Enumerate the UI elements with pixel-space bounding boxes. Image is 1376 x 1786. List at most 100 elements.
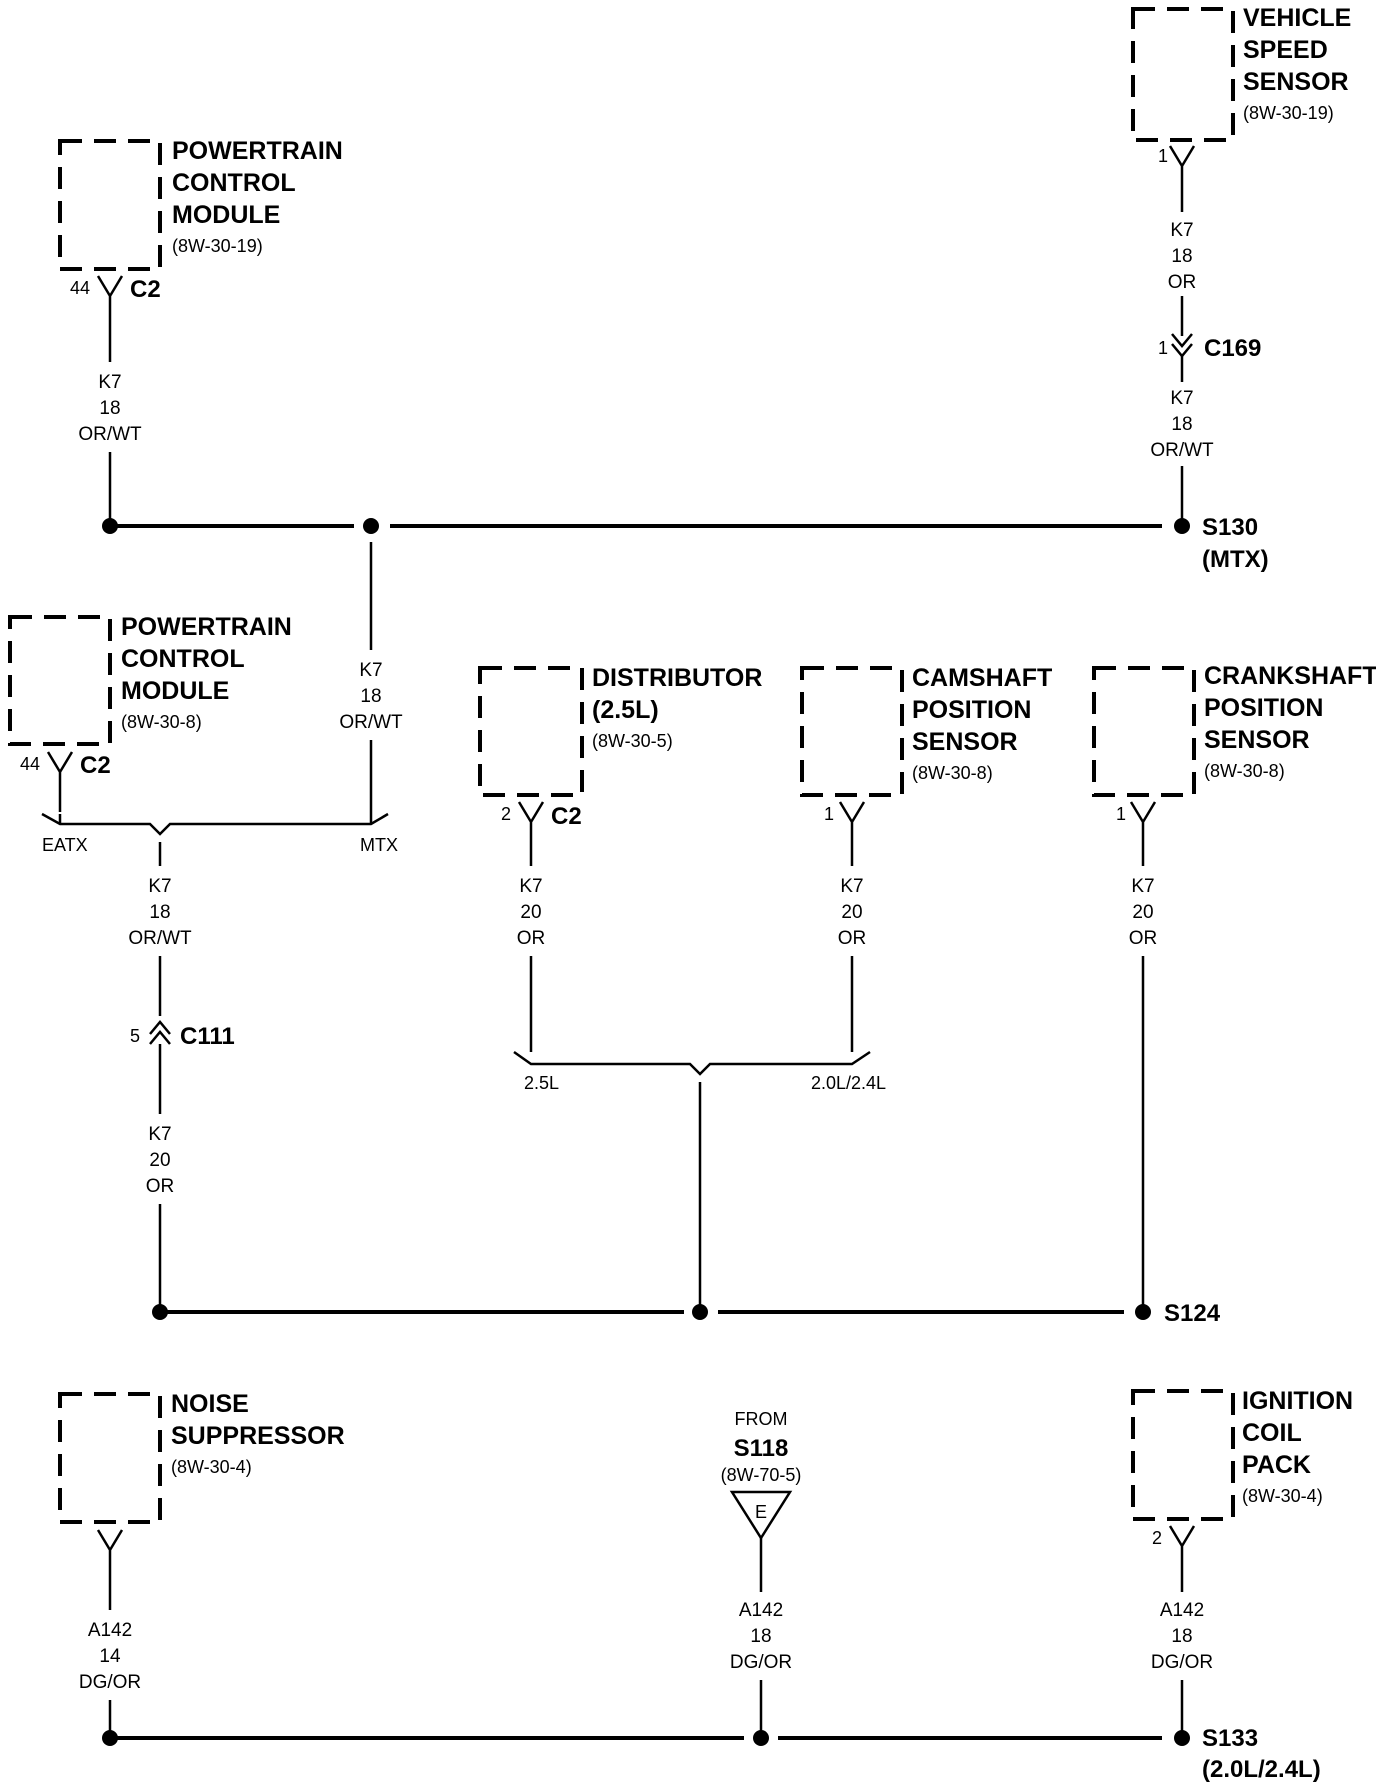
- coil-connector-symbol: [1168, 1525, 1196, 1592]
- coil-title-1: IGNITION: [1242, 1387, 1353, 1415]
- s133-note: (2.0L/2.4L): [1202, 1756, 1321, 1783]
- pcm-top-title-3: MODULE: [172, 201, 280, 229]
- pcm-top-wire-color: OR/WT: [78, 424, 142, 445]
- engine-branch-junction: [692, 1304, 708, 1320]
- from-splice: S118: [734, 1435, 789, 1462]
- ckp-wire-circuit: K7: [1131, 876, 1154, 897]
- branch-25l-label: 2.5L: [524, 1073, 559, 1093]
- c111-wire-gauge: 20: [149, 1150, 170, 1171]
- coil-title-3: PACK: [1242, 1451, 1311, 1479]
- vehicle-speed-sensor: VEHICLE SPEED SENSOR (8W-30-19) 1: [1131, 4, 1351, 212]
- vss-ref: (8W-30-19): [1243, 103, 1334, 123]
- c169-wire-color: OR/WT: [1150, 440, 1214, 461]
- s130-label: S130: [1202, 514, 1258, 541]
- s133-label: S133: [1202, 1725, 1258, 1752]
- cmp-pin: 1: [824, 804, 834, 824]
- c111-junction: [152, 1304, 168, 1320]
- coil-title-2: COIL: [1242, 1419, 1302, 1447]
- pcm-top-ref: (8W-30-19): [172, 236, 263, 256]
- eatx-mtx-branch-stubs: [58, 814, 373, 824]
- cmp-title-2: POSITION: [912, 696, 1031, 724]
- s130-note: (MTX): [1202, 546, 1269, 573]
- c169-pin: 1: [1158, 338, 1168, 358]
- distributor-box: [478, 666, 584, 797]
- branch-2024l-label: 2.0L/2.4L: [811, 1073, 886, 1093]
- coil-ref: (8W-30-4): [1242, 1486, 1323, 1506]
- cmp-wire-gauge: 20: [841, 902, 862, 923]
- noise-connector-symbol: [96, 1529, 124, 1610]
- cmp-title-3: SENSOR: [912, 728, 1018, 756]
- pcm-mid-wire-color: OR/WT: [128, 928, 192, 949]
- c111-pin: 5: [130, 1026, 140, 1046]
- s124-dot: [1135, 1304, 1151, 1320]
- distributor-connector: C2: [551, 803, 582, 830]
- s124-label: S124: [1164, 1300, 1221, 1327]
- coil-box: [1131, 1389, 1235, 1521]
- c169-wire-label: K7 18 OR/WT: [1150, 388, 1214, 461]
- distributor-wire-label: K7 20 OR: [517, 876, 546, 949]
- pcm-top-connector: C2: [130, 276, 161, 303]
- vss-title-3: SENSOR: [1243, 68, 1349, 96]
- camshaft-position-sensor: CAMSHAFT POSITION SENSOR (8W-30-8) 1: [800, 664, 1052, 866]
- ckp-title-2: POSITION: [1204, 694, 1323, 722]
- distributor: DISTRIBUTOR (2.5L) (8W-30-5) 2 C2: [478, 664, 762, 866]
- mtx-wire-color: OR/WT: [339, 712, 403, 733]
- ignition-coil-pack: IGNITION COIL PACK (8W-30-4) 2: [1131, 1387, 1353, 1592]
- distributor-title-1: DISTRIBUTOR: [592, 664, 762, 692]
- noise-title-1: NOISE: [171, 1390, 249, 1418]
- vss-wire-circuit: K7: [1170, 220, 1193, 241]
- engine-branch: [513, 1050, 871, 1076]
- cmp-box: [800, 666, 904, 797]
- c169-symbol: [1171, 333, 1193, 358]
- cmp-wire-label: K7 20 OR: [838, 876, 867, 949]
- mtx-wire-label: K7 18 OR/WT: [339, 660, 403, 733]
- vss-title-1: VEHICLE: [1243, 4, 1351, 32]
- eatx-label: EATX: [42, 835, 88, 855]
- s118-wire-color: DG/OR: [730, 1652, 792, 1673]
- s118-wire-label: A142 18 DG/OR: [730, 1600, 792, 1673]
- pcm-top-wire-label: K7 18 OR/WT: [78, 372, 142, 445]
- cmp-ref: (8W-30-8): [912, 763, 993, 783]
- ckp-wire-label: K7 20 OR: [1129, 876, 1158, 949]
- pcm-top-title-1: POWERTRAIN: [172, 137, 343, 165]
- noise-wire-circuit: A142: [88, 1620, 132, 1641]
- distributor-wire-color: OR: [517, 928, 546, 949]
- from-ref: (8W-70-5): [721, 1465, 802, 1485]
- pcm-top-wire-circuit: K7: [98, 372, 121, 393]
- mtx-wire-gauge: 18: [360, 686, 381, 707]
- vss-wire-color: OR: [1168, 272, 1197, 293]
- pcm-mid-wire-gauge: 18: [149, 902, 170, 923]
- ckp-wire-color: OR: [1129, 928, 1158, 949]
- mtx-junction: [363, 518, 379, 534]
- s130-dot: [1174, 518, 1190, 534]
- ckp-wire-gauge: 20: [1132, 902, 1153, 923]
- pcm-top-junction: [102, 518, 118, 534]
- c169-label: C169: [1204, 335, 1261, 362]
- vss-pin: 1: [1158, 146, 1168, 166]
- cmp-wire-color: OR: [838, 928, 867, 949]
- c169-wire-circuit: K7: [1170, 388, 1193, 409]
- connector-c169: 1 C169: [1158, 333, 1261, 362]
- distributor-pin: 2: [501, 804, 511, 824]
- distributor-connector-symbol: [517, 801, 545, 866]
- c111-wire-label: K7 20 OR: [146, 1124, 175, 1197]
- mtx-label: MTX: [360, 835, 398, 855]
- noise-wire-gauge: 14: [99, 1646, 121, 1667]
- pcm-mid-pin: 44: [20, 754, 40, 774]
- noise-wire-label: A142 14 DG/OR: [79, 1620, 141, 1693]
- noise-suppressor: NOISE SUPPRESSOR (8W-30-4): [58, 1390, 345, 1610]
- s118-wire-gauge: 18: [750, 1626, 771, 1647]
- vss-wire-label: K7 18 OR: [1168, 220, 1197, 293]
- ckp-box: [1092, 666, 1196, 797]
- cmp-title-1: CAMSHAFT: [912, 664, 1052, 692]
- pcm-mid-wire-label: K7 18 OR/WT: [128, 876, 192, 949]
- cmp-wire-circuit: K7: [840, 876, 863, 897]
- from-label: FROM: [735, 1409, 788, 1429]
- distributor-wire-gauge: 20: [520, 902, 541, 923]
- vss-wire-gauge: 18: [1171, 246, 1192, 267]
- ckp-title-1: CRANKSHAFT: [1204, 662, 1376, 690]
- pcm-mid-ref: (8W-30-8): [121, 712, 202, 732]
- from-letter: E: [755, 1502, 767, 1522]
- cmp-connector-symbol: [838, 801, 866, 866]
- pcm-mid: POWERTRAIN CONTROL MODULE (8W-30-8) 44 C…: [8, 613, 292, 812]
